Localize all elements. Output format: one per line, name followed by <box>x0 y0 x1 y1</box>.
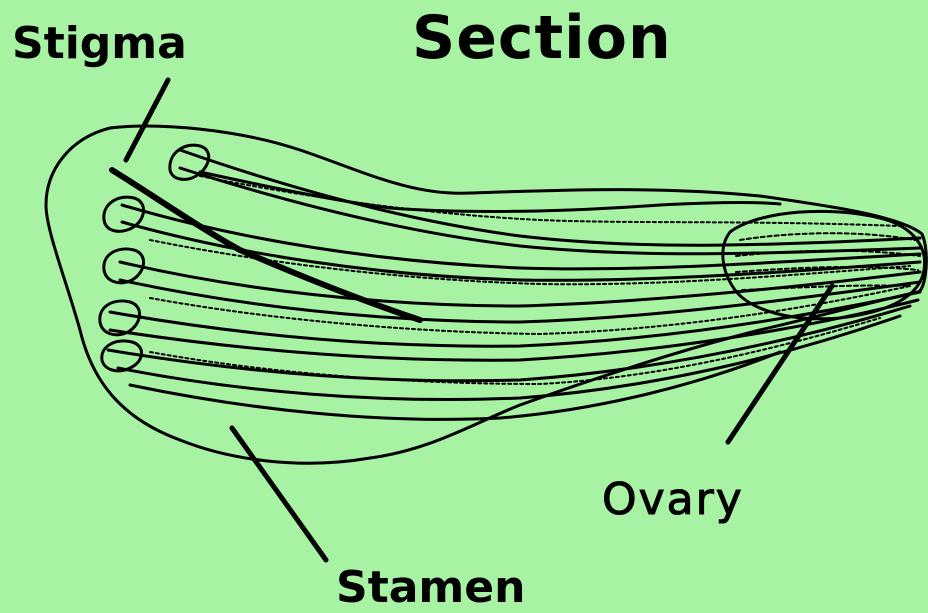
stigma-leader-line <box>126 80 168 160</box>
diagram-title: Section <box>412 8 672 68</box>
corolla-outline <box>46 126 926 463</box>
ovary-label: Ovary <box>602 478 744 522</box>
ovary-leader-line <box>728 286 832 442</box>
stamen-label: Stamen <box>336 566 525 610</box>
stamen-leader-line <box>232 428 326 560</box>
stigma-label: Stigma <box>12 22 187 66</box>
